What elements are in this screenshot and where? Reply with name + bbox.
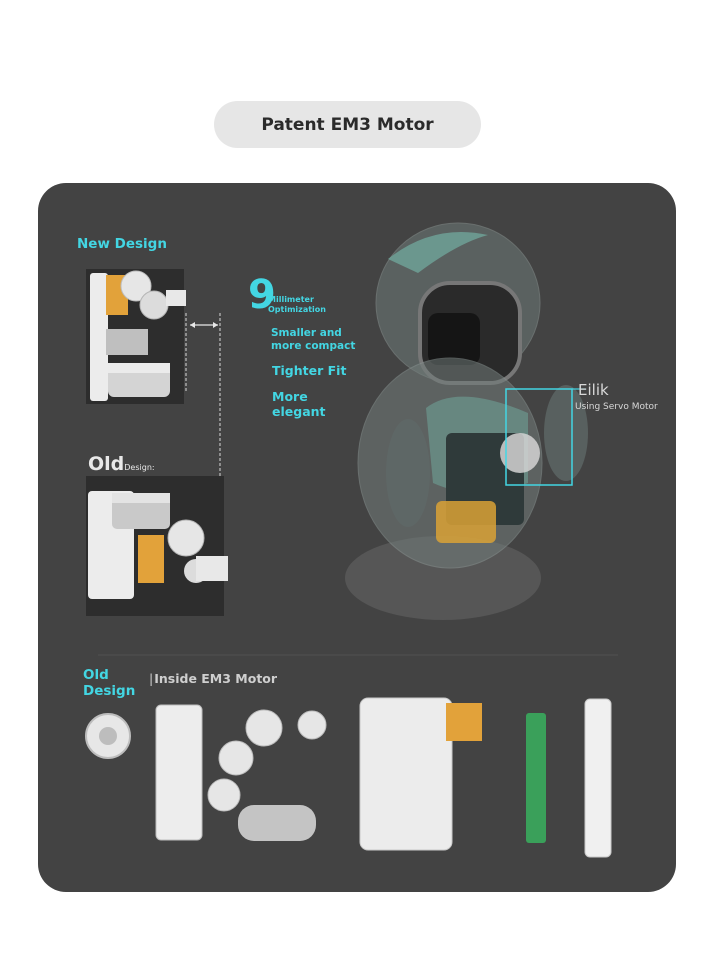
smaller-line-2: more compact [271,340,356,352]
old-design-motor-image [86,476,228,616]
new-design-label: New Design [77,236,167,252]
page-title: Patent EM3 Motor [261,114,434,135]
title-pill: Patent EM3 Motor [214,101,481,148]
product-illustration [85,222,618,858]
feature-tighter-fit: Tighter Fit [272,363,347,378]
exploded-parts-image [85,697,612,858]
inside-em3-label: Inside EM3 Motor [149,671,277,686]
optimization-text: Optimization [268,305,326,314]
old-design-label: OldDesign: [88,453,155,475]
servo-motor-label: Using Servo Motor [575,402,658,412]
millimeter-optimization-label: Millimeter Optimization [268,295,326,315]
feature-smaller: Smaller and more compact [271,327,355,353]
eilik-robot-image [345,222,588,620]
old2-line-1: Old [83,667,109,683]
elegant-line-2: elegant [272,404,326,419]
nine-millimeter-number: 9 [248,272,276,318]
millimeter-text: Millimeter [268,295,314,304]
comparison-panel: New Design 9 Millimeter Optimization Sma… [38,183,676,892]
eilik-label: Eilik [578,381,609,399]
old2-line-2: Design [83,683,136,699]
old-text: Old [88,453,125,475]
feature-elegant: More elegant [272,389,326,419]
design-small-text: Design: [124,463,155,472]
new-design-motor-image [86,269,186,404]
elegant-line-1: More [272,389,308,404]
smaller-line-1: Smaller and [271,327,342,339]
dimension-lines [185,313,221,563]
old-design-label-bottom: Old Design [83,667,135,699]
